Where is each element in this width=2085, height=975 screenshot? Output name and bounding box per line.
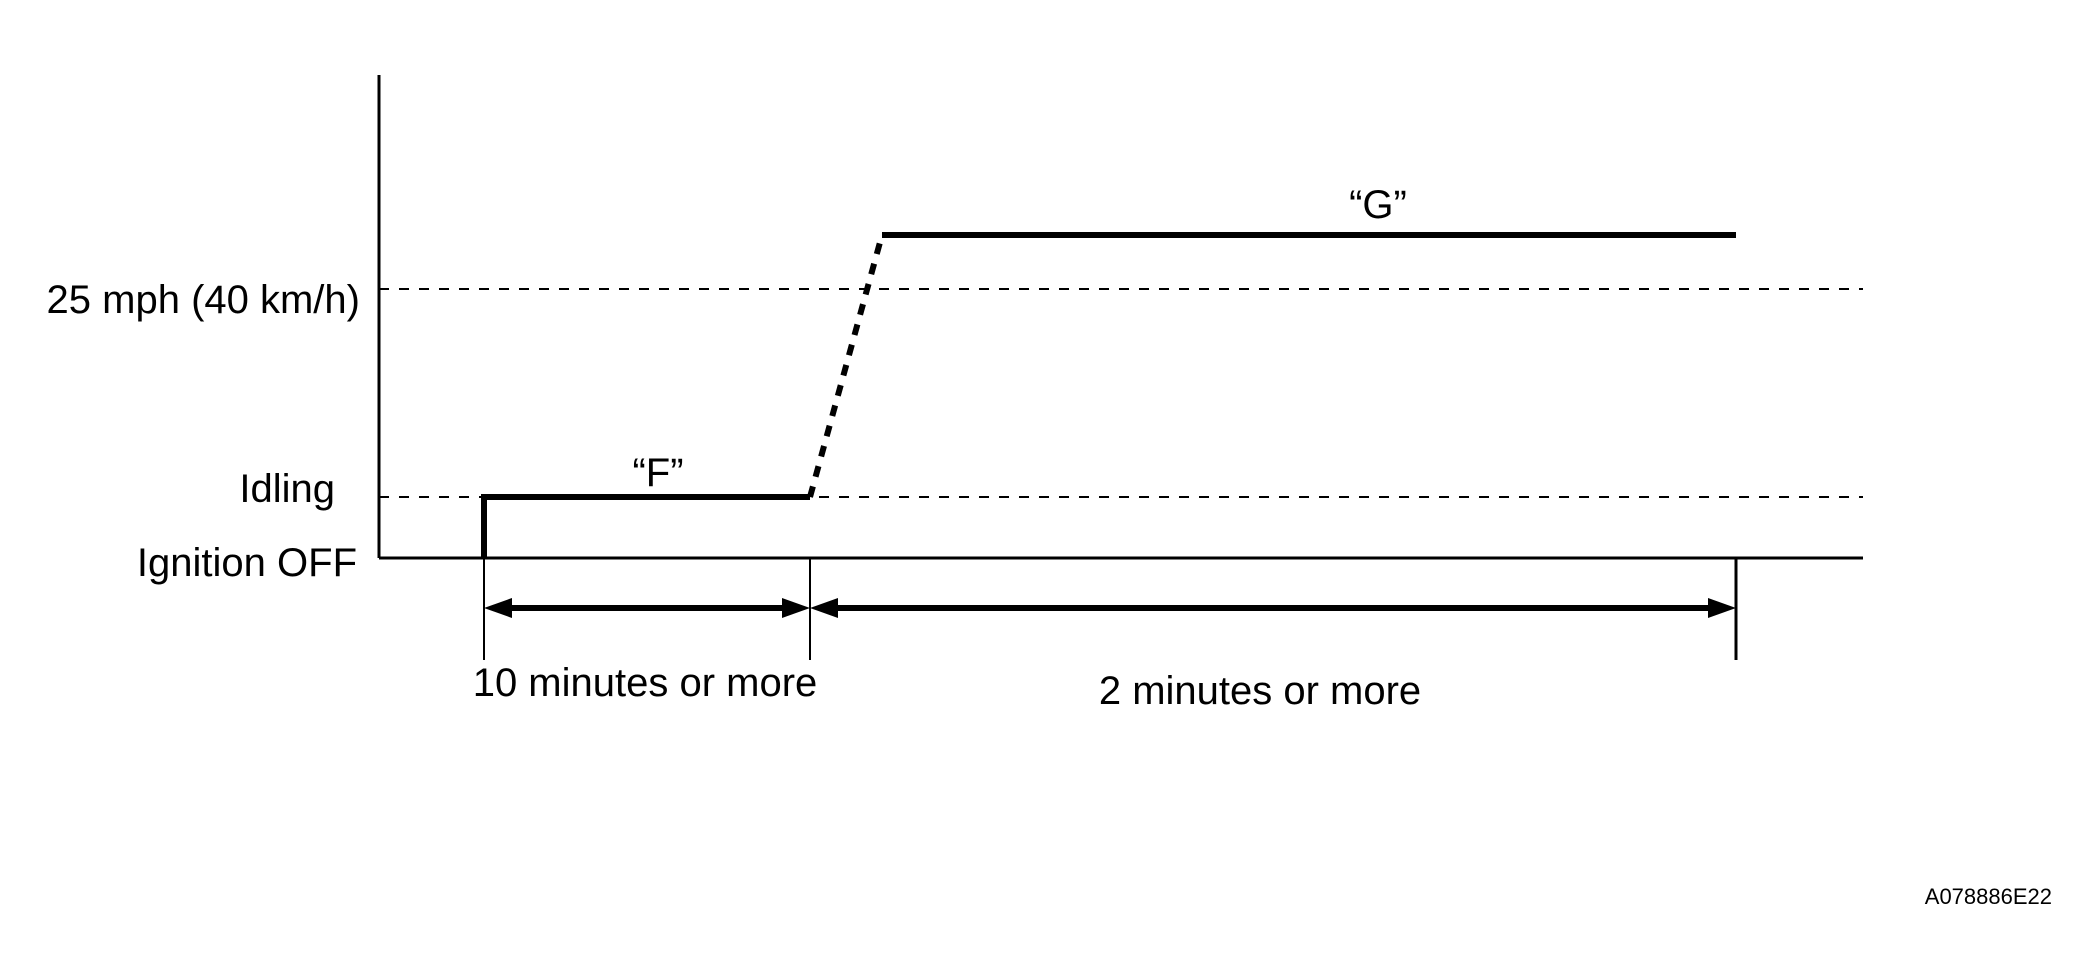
speed-level-label: 25 mph (40 km/h) bbox=[47, 278, 360, 322]
second-duration-arrowhead-left bbox=[810, 598, 838, 618]
second-duration-arrowhead-right bbox=[1708, 598, 1736, 618]
figure-code: A078886E22 bbox=[1925, 884, 2052, 909]
segment-g-label: “G” bbox=[1349, 183, 1407, 227]
acceleration-segment bbox=[807, 234, 885, 498]
first-duration-label: 10 minutes or more bbox=[473, 661, 818, 705]
idling-level-label: Idling bbox=[239, 467, 335, 511]
first-duration-arrowhead-right bbox=[782, 598, 810, 618]
idling-segment-f bbox=[481, 494, 810, 558]
segment-f-label: “F” bbox=[632, 451, 683, 495]
second-duration-label: 2 minutes or more bbox=[1099, 669, 1421, 713]
ignition-off-level-label: Ignition OFF bbox=[137, 541, 357, 585]
first-duration-arrowhead-left bbox=[484, 598, 512, 618]
